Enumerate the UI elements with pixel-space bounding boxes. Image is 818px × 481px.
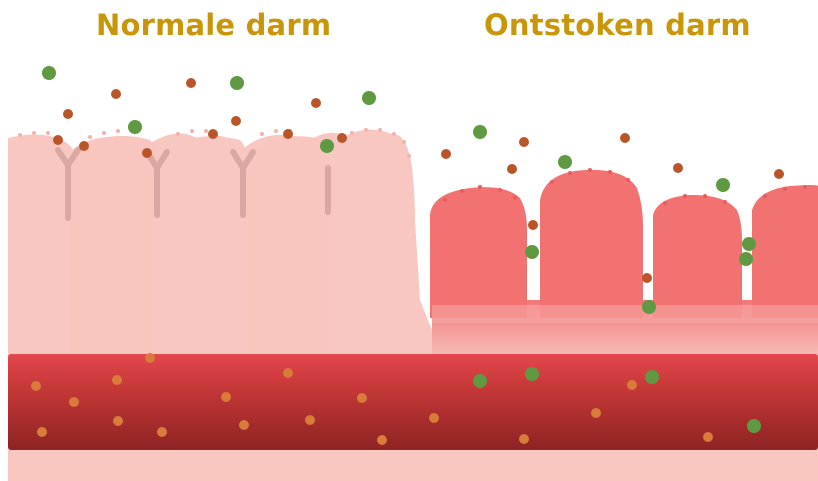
normal-intestine-label: Normale darm	[96, 8, 331, 42]
submucosa-layer	[8, 448, 818, 481]
normal-intestine-tissue	[8, 128, 432, 356]
blood-vessel	[8, 354, 818, 450]
inflamed-intestine-tissue	[430, 168, 818, 356]
inflamed-intestine-label: Ontstoken darm	[484, 8, 751, 42]
